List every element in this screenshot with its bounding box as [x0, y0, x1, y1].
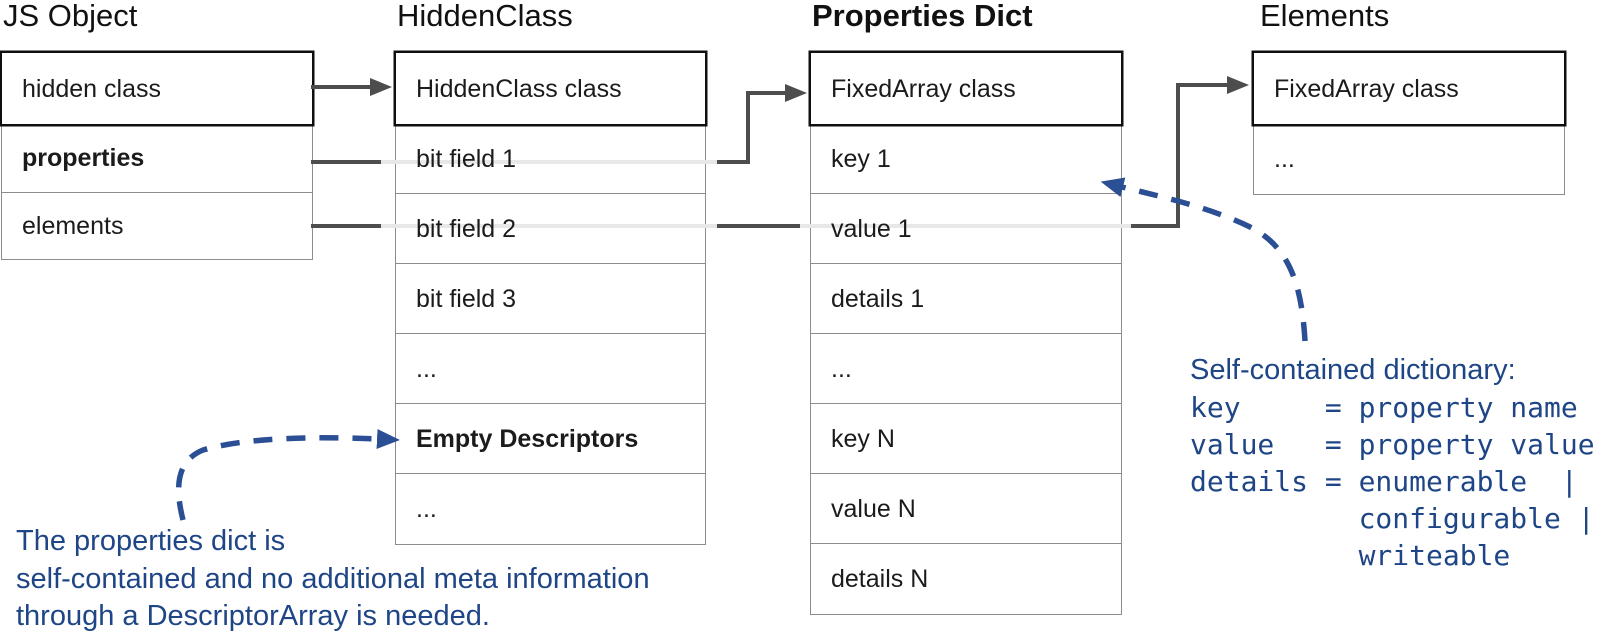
row-details-1: details 1 — [811, 264, 1121, 334]
row-bit-field-3: bit field 3 — [396, 264, 705, 334]
row-label: hidden class — [22, 74, 161, 103]
row-label: value N — [831, 494, 916, 523]
row-ellipsis: ... — [396, 334, 705, 404]
column-title-properties-dict: Properties Dict — [812, 0, 1033, 33]
row-bit-field-2: bit field 2 — [396, 194, 705, 264]
row-ellipsis: ... — [1254, 124, 1564, 194]
row-label: bit field 2 — [416, 214, 517, 243]
note-line: The properties dict is — [16, 525, 286, 557]
row-label: key 1 — [831, 144, 891, 173]
row-label: FixedArray class — [1274, 74, 1459, 103]
code-line-details: details = enumerable | — [1190, 465, 1578, 498]
column-title-elements: Elements — [1260, 0, 1390, 33]
row-ellipsis: ... — [811, 334, 1121, 404]
row-label: Empty Descriptors — [416, 424, 639, 453]
row-label: value 1 — [831, 214, 912, 243]
row-fixedarray-class: FixedArray class — [811, 53, 1121, 124]
row-key-n: key N — [811, 404, 1121, 474]
row-bit-field-1: bit field 1 — [396, 124, 705, 194]
row-label: ... — [831, 354, 852, 383]
row-hiddenclass-class: HiddenClass class — [396, 53, 705, 124]
code-line-key: key = property name — [1190, 391, 1578, 424]
note-heading: Self-contained dictionary: — [1190, 354, 1516, 386]
note-line: through a DescriptorArray is needed. — [16, 600, 490, 632]
row-label: ... — [416, 354, 437, 383]
code-line-value: value = property value — [1190, 428, 1595, 461]
row-elements: elements — [2, 193, 312, 259]
row-label: HiddenClass class — [416, 74, 622, 103]
row-empty-descriptors: Empty Descriptors — [396, 404, 705, 474]
row-fixedarray-class: FixedArray class — [1254, 53, 1564, 124]
dashed-arrow-to-empty-descriptors — [175, 428, 400, 521]
column-title-js-object: JS Object — [3, 0, 138, 33]
row-label: bit field 1 — [416, 144, 517, 173]
code-line-writeable: writeable — [1190, 539, 1511, 572]
row-value-1: value 1 — [811, 194, 1121, 264]
row-label: key N — [831, 424, 895, 453]
properties-dict-table: FixedArray class key 1 value 1 details 1… — [810, 52, 1122, 615]
row-key-1: key 1 — [811, 124, 1121, 194]
note-self-contained-dictionary: Self-contained dictionary: key = propert… — [1190, 352, 1595, 574]
arrow-elements-to-elements-array — [1131, 76, 1249, 228]
note-line: self-contained and no additional meta in… — [16, 562, 650, 595]
row-label: details N — [831, 565, 929, 593]
column-title-hiddenclass: HiddenClass — [397, 0, 573, 33]
js-object-table: hidden class properties elements — [1, 52, 313, 260]
dashed-arrow-to-key-1 — [1100, 177, 1308, 342]
row-label: ... — [416, 495, 437, 523]
row-label: bit field 3 — [416, 284, 517, 313]
row-details-n: details N — [811, 544, 1121, 614]
row-hidden-class: hidden class — [2, 53, 312, 124]
row-label: elements — [22, 212, 124, 240]
row-label: FixedArray class — [831, 74, 1016, 103]
hiddenclass-table: HiddenClass class bit field 1 bit field … — [395, 52, 706, 545]
elements-table: FixedArray class ... — [1253, 52, 1565, 195]
arrow-properties-to-properties-dict — [717, 84, 807, 164]
row-properties: properties — [2, 124, 312, 193]
code-line-configurable: configurable | — [1190, 502, 1595, 535]
note-properties-dict: The properties dict is self-contained an… — [16, 523, 796, 636]
row-ellipsis: ... — [396, 474, 705, 544]
row-label: ... — [1274, 145, 1295, 173]
row-value-n: value N — [811, 474, 1121, 544]
row-label: properties — [22, 144, 145, 172]
row-label: details 1 — [831, 284, 925, 313]
